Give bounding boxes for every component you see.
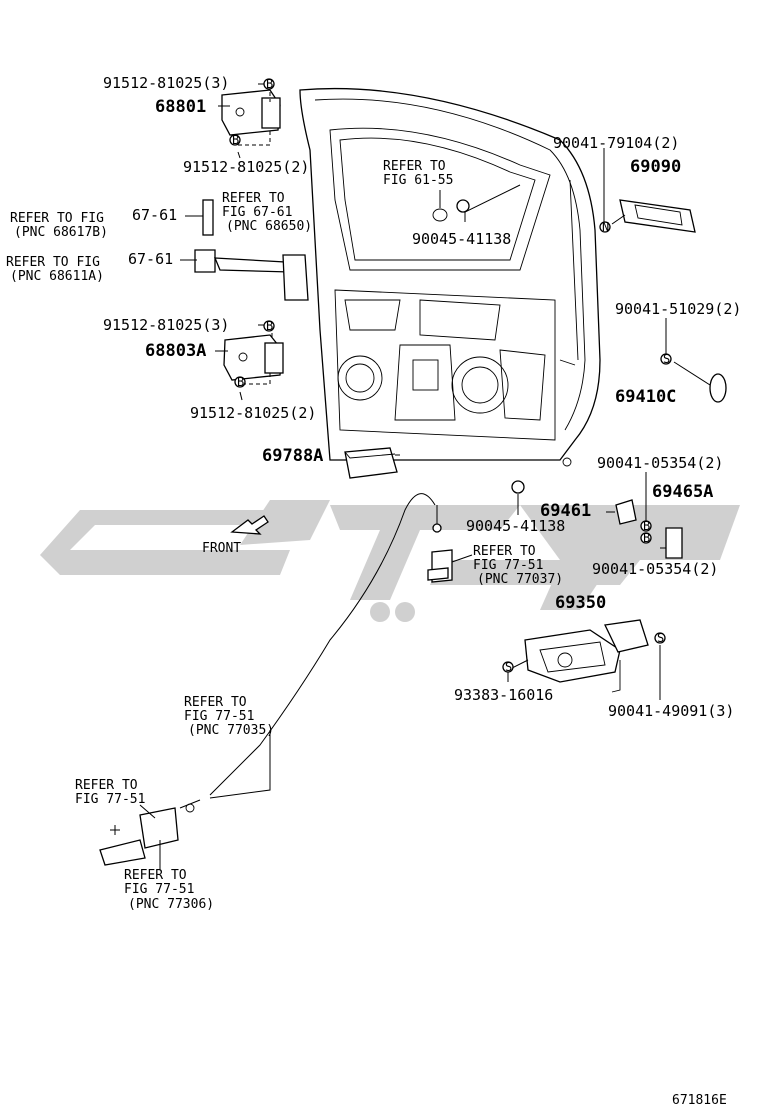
screw-marker-icon: S xyxy=(654,631,666,645)
bolt-marker-icon: B xyxy=(640,531,652,545)
lock-assembly-69350 xyxy=(524,619,649,693)
label-90041-05354-top: 90041-05354(2) xyxy=(597,454,723,472)
front-label: FRONT xyxy=(202,541,241,556)
label-ref-7751-b2: FIG 77-51 xyxy=(184,709,254,724)
label-ref-7751-a1: REFER TO xyxy=(473,544,536,559)
bolt-marker-icon: B xyxy=(263,77,275,91)
label-90041-49091: 90041-49091(3) xyxy=(608,702,734,720)
watermark-logo xyxy=(40,500,740,622)
svg-text:B: B xyxy=(266,77,273,91)
handle-69090 xyxy=(619,199,696,233)
svg-text:S: S xyxy=(505,660,512,674)
label-ref-6761-c: REFER TO FIG xyxy=(10,211,104,226)
part-labels: 91512-81025(3) 68801 91512-81025(2) REFE… xyxy=(6,74,741,1108)
label-91512-2-top: 91512-81025(2) xyxy=(183,158,309,176)
label-69788a: 69788A xyxy=(262,446,323,466)
label-90041-51029: 90041-51029(2) xyxy=(615,300,741,318)
part-69410c xyxy=(709,373,727,403)
label-ref-7751-d1: REFER TO xyxy=(124,868,187,883)
screw-marker-icon: S xyxy=(660,352,672,366)
label-90041-05354-bottom: 90041-05354(2) xyxy=(592,560,718,578)
svg-text:N: N xyxy=(602,220,609,234)
label-67-61-b: 67-61 xyxy=(128,250,173,268)
svg-text:S: S xyxy=(657,631,664,645)
marker-circles: B B B B N S B B S S xyxy=(229,77,672,674)
opener-lever-77306 xyxy=(99,799,201,866)
figure-code: 671816E xyxy=(672,1093,727,1108)
label-93383: 93383-16016 xyxy=(454,686,553,704)
label-ref-pnc-68611a: (PNC 68611A) xyxy=(10,269,104,284)
label-ref-pnc-68617b: (PNC 68617B) xyxy=(14,225,108,240)
svg-text:B: B xyxy=(643,519,650,533)
label-68801: 68801 xyxy=(155,97,206,117)
striker-69461 xyxy=(615,499,637,525)
label-ref-pnc-77035: (PNC 77035) xyxy=(188,723,274,738)
label-ref-7751-a2: FIG 77-51 xyxy=(473,558,543,573)
clip-90045 xyxy=(432,199,525,494)
bolt-marker-icon: B xyxy=(640,519,652,533)
door-stay-67-61 xyxy=(194,199,309,301)
label-91512-3-mid: 91512-81025(3) xyxy=(103,316,229,334)
label-ref-6155-a: REFER TO xyxy=(383,159,446,174)
label-ref-7751-c2: FIG 77-51 xyxy=(75,792,145,807)
label-69410c: 69410C xyxy=(615,387,676,407)
label-91512-2-mid: 91512-81025(2) xyxy=(190,404,316,422)
label-ref-7751-c1: REFER TO xyxy=(75,778,138,793)
svg-text:B: B xyxy=(643,531,650,545)
pad-69788a xyxy=(344,447,398,479)
label-68803a: 68803A xyxy=(145,341,206,361)
svg-text:S: S xyxy=(663,352,670,366)
back-door-panel xyxy=(299,87,601,467)
label-90045-bottom: 90045-41138 xyxy=(466,517,565,535)
label-69090: 69090 xyxy=(630,157,681,177)
label-ref-pnc-77306: (PNC 77306) xyxy=(128,897,214,912)
screw-marker-icon: S xyxy=(502,660,514,674)
label-ref-6761-b: FIG 67-61 xyxy=(222,205,292,220)
leader-lines xyxy=(139,83,711,870)
hinge-68801 xyxy=(221,89,281,136)
label-ref-pnc-68650: (PNC 68650) xyxy=(226,219,312,234)
bolt-marker-icon: B xyxy=(229,133,241,147)
svg-text:B: B xyxy=(232,133,239,147)
svg-text:B: B xyxy=(237,375,244,389)
label-ref-6155-b: FIG 61-55 xyxy=(383,173,453,188)
bolt-marker-icon: B xyxy=(263,319,275,333)
label-90045-top: 90045-41138 xyxy=(412,230,511,248)
label-ref-7751-b1: REFER TO xyxy=(184,695,247,710)
label-ref-pnc-77037: (PNC 77037) xyxy=(477,572,563,587)
front-arrow-icon xyxy=(230,515,269,535)
svg-text:B: B xyxy=(266,319,273,333)
label-91512-3-top: 91512-81025(3) xyxy=(103,74,229,92)
label-69461: 69461 xyxy=(540,501,591,521)
label-69350: 69350 xyxy=(555,593,606,613)
nut-marker-icon: N xyxy=(599,220,611,234)
hinge-68803a xyxy=(223,334,284,381)
label-67-61-a: 67-61 xyxy=(132,206,177,224)
bracket-77037 xyxy=(427,549,453,583)
bracket-69465a xyxy=(665,527,683,559)
label-ref-7751-d2: FIG 77-51 xyxy=(124,882,194,897)
control-cable xyxy=(209,493,442,796)
label-ref-6761-d: REFER TO FIG xyxy=(6,255,100,270)
label-ref-6761-a: REFER TO xyxy=(222,191,285,206)
label-69465a: 69465A xyxy=(652,482,713,502)
bolt-marker-icon: B xyxy=(234,375,246,389)
label-90041-79104: 90041-79104(2) xyxy=(553,134,679,152)
